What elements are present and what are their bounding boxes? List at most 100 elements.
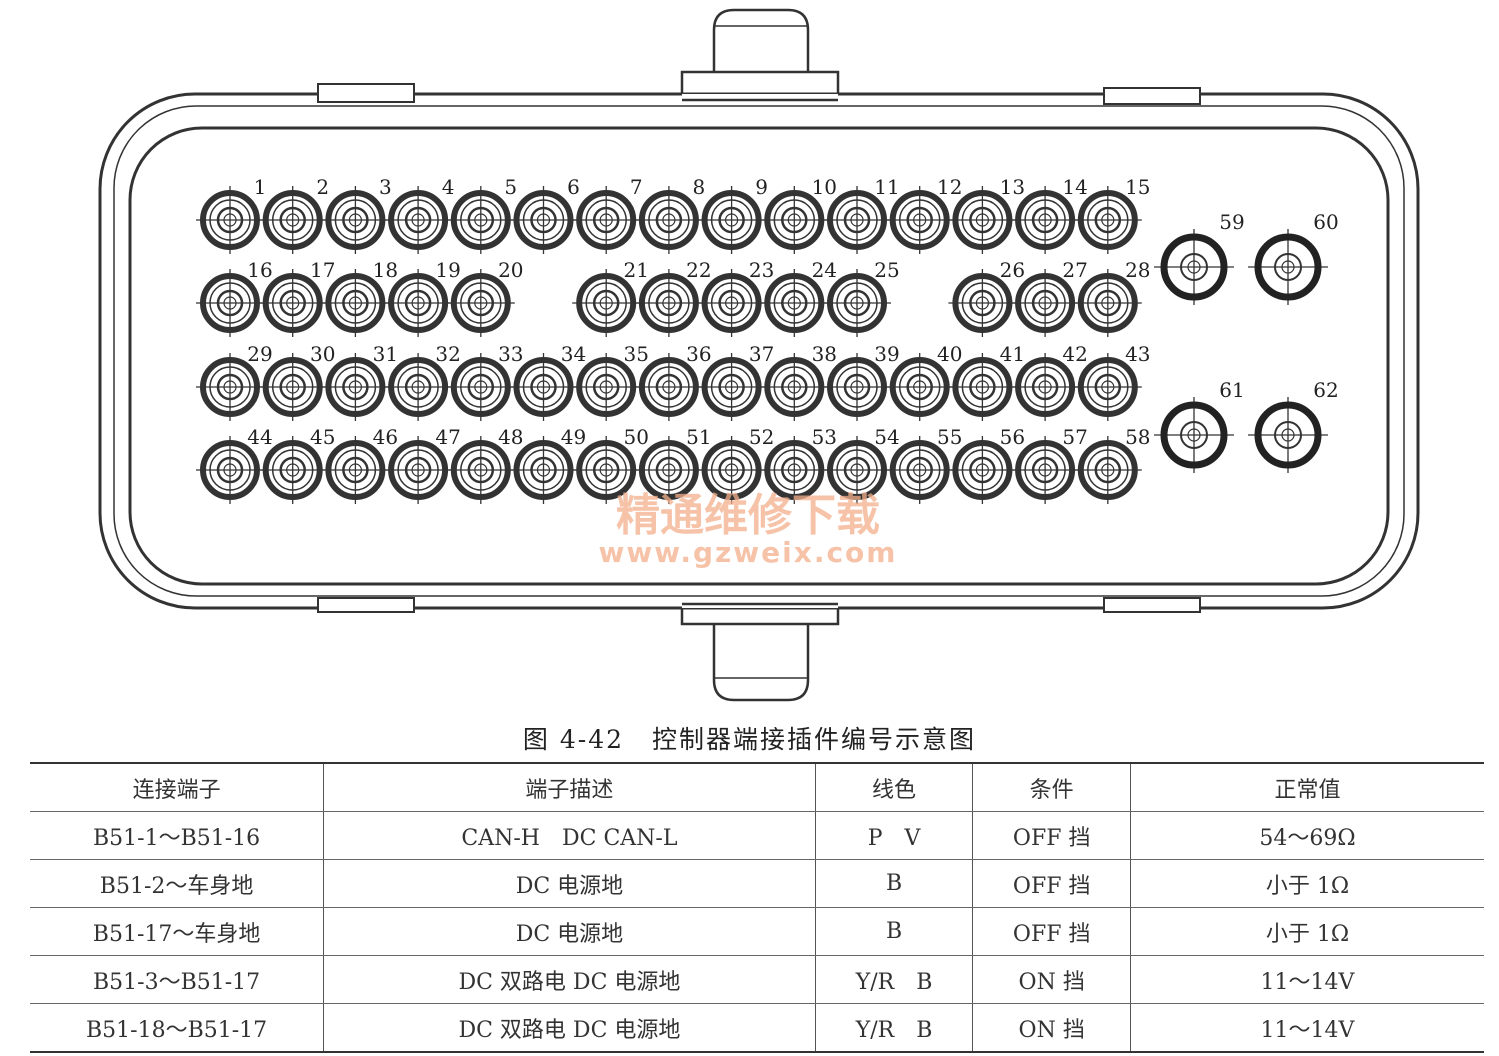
cell-description: DC 电源地 bbox=[323, 859, 816, 908]
terminal-pin-39: 39 bbox=[823, 342, 900, 421]
terminal-pin-38: 38 bbox=[760, 342, 837, 421]
terminal-pin-18: 18 bbox=[321, 258, 398, 337]
table-row: B51-2～车身地 DC 电源地 B OFF 挡 小于 1Ω bbox=[30, 859, 1484, 908]
pin-number-label: 7 bbox=[630, 175, 643, 199]
cell-normal-value: 11～14V bbox=[1130, 1003, 1484, 1053]
pin-number-label: 10 bbox=[812, 175, 837, 199]
pin-number-label: 22 bbox=[686, 258, 711, 282]
pin-number-label: 11 bbox=[874, 175, 899, 199]
terminal-spec-table: 连接端子 端子描述 线色 条件 正常值 B51-1～B51-16 CAN-H D… bbox=[30, 762, 1484, 1053]
cell-normal-value: 54～69Ω bbox=[1130, 811, 1484, 860]
pin-number-label: 5 bbox=[504, 175, 517, 199]
pin-number-label: 28 bbox=[1125, 258, 1150, 282]
cell-wire-color: Y/R B bbox=[814, 1003, 974, 1053]
cell-condition: OFF 挡 bbox=[972, 859, 1131, 908]
cell-wire-color: P V bbox=[814, 811, 974, 860]
terminal-pin-43: 43 bbox=[1073, 342, 1151, 421]
cell-terminal: B51-2～车身地 bbox=[30, 859, 325, 908]
terminal-pin-1: 1 bbox=[196, 175, 266, 254]
pin-number-label: 55 bbox=[937, 425, 962, 449]
terminal-pin-9: 9 bbox=[697, 175, 768, 254]
terminal-pin-60: 60 bbox=[1248, 210, 1339, 305]
pin-number-label: 8 bbox=[693, 175, 706, 199]
pin-number-label: 1 bbox=[254, 175, 267, 199]
terminal-pin-14: 14 bbox=[1011, 175, 1088, 254]
pin-number-label: 49 bbox=[561, 425, 586, 449]
terminal-pin-20: 20 bbox=[446, 258, 524, 337]
cell-description: DC 电源地 bbox=[323, 907, 816, 956]
cell-condition: OFF 挡 bbox=[972, 811, 1131, 860]
terminal-pin-46: 46 bbox=[321, 425, 398, 504]
pin-number-label: 23 bbox=[749, 258, 774, 282]
terminal-pin-28: 28 bbox=[1073, 258, 1151, 337]
pin-number-label: 36 bbox=[686, 342, 711, 366]
terminal-pin-45: 45 bbox=[258, 425, 335, 504]
pin-number-label: 47 bbox=[435, 425, 460, 449]
table-row: B51-1～B51-16 CAN-H DC CAN-L P V OFF 挡 54… bbox=[30, 811, 1484, 860]
terminal-pin-4: 4 bbox=[384, 175, 454, 254]
terminal-pin-29: 29 bbox=[196, 342, 273, 421]
terminal-pin-6: 6 bbox=[509, 175, 580, 254]
watermark-text: 精通维修下载 bbox=[616, 490, 880, 541]
cell-description: DC 双路电 DC 电源地 bbox=[323, 1003, 816, 1053]
pin-number-label: 25 bbox=[874, 258, 899, 282]
terminal-pin-26: 26 bbox=[948, 258, 1025, 337]
pin-number-label: 57 bbox=[1062, 425, 1087, 449]
cell-condition: ON 挡 bbox=[972, 955, 1131, 1004]
header-description: 端子描述 bbox=[323, 762, 816, 812]
pin-number-label: 2 bbox=[316, 175, 329, 199]
terminal-pin-55: 55 bbox=[885, 425, 962, 504]
table-header-row: 连接端子 端子描述 线色 条件 正常值 bbox=[30, 762, 1484, 812]
terminal-pin-59: 59 bbox=[1154, 210, 1245, 305]
pin-number-label: 24 bbox=[812, 258, 837, 282]
terminal-pin-49: 49 bbox=[509, 425, 586, 504]
cell-condition: ON 挡 bbox=[972, 1003, 1131, 1053]
terminal-pin-32: 32 bbox=[384, 342, 461, 421]
terminal-pin-27: 27 bbox=[1011, 258, 1088, 337]
pin-number-label: 15 bbox=[1125, 175, 1150, 199]
cell-terminal: B51-3～B51-17 bbox=[30, 955, 325, 1004]
pin-number-label: 33 bbox=[498, 342, 523, 366]
header-wire-color: 线色 bbox=[814, 762, 974, 812]
cell-terminal: B51-17～车身地 bbox=[30, 907, 325, 956]
cell-wire-color: Y/R B bbox=[814, 955, 974, 1004]
terminal-pin-47: 47 bbox=[384, 425, 461, 504]
terminal-pin-2: 2 bbox=[258, 175, 329, 254]
pin-number-label: 40 bbox=[937, 342, 962, 366]
terminal-pin-13: 13 bbox=[948, 175, 1025, 254]
terminal-pin-19: 19 bbox=[384, 258, 461, 337]
terminal-pin-36: 36 bbox=[634, 342, 712, 421]
header-condition: 条件 bbox=[972, 762, 1131, 812]
terminal-pin-11: 11 bbox=[823, 175, 900, 254]
pin-number-label: 51 bbox=[686, 425, 711, 449]
pin-number-label: 54 bbox=[874, 425, 899, 449]
terminal-pin-48: 48 bbox=[446, 425, 524, 504]
terminal-pin-62: 62 bbox=[1248, 378, 1339, 473]
cell-terminal: B51-1～B51-16 bbox=[30, 811, 325, 860]
pin-number-label: 21 bbox=[623, 258, 648, 282]
pin-number-label: 62 bbox=[1313, 378, 1338, 402]
pin-number-label: 4 bbox=[442, 175, 455, 199]
pin-number-label: 41 bbox=[1000, 342, 1025, 366]
pin-number-label: 30 bbox=[310, 342, 335, 366]
pin-number-label: 61 bbox=[1219, 378, 1244, 402]
pin-number-label: 39 bbox=[874, 342, 899, 366]
pin-number-label: 48 bbox=[498, 425, 523, 449]
cell-normal-value: 小于 1Ω bbox=[1130, 859, 1484, 908]
terminal-pin-8: 8 bbox=[634, 175, 706, 254]
pin-number-label: 50 bbox=[623, 425, 648, 449]
terminal-pin-3: 3 bbox=[321, 175, 392, 254]
terminal-pin-23: 23 bbox=[697, 258, 774, 337]
pin-number-label: 38 bbox=[812, 342, 837, 366]
terminal-pin-31: 31 bbox=[321, 342, 398, 421]
terminal-pin-54: 54 bbox=[823, 425, 900, 504]
terminal-pin-34: 34 bbox=[509, 342, 586, 421]
terminal-pin-52: 52 bbox=[697, 425, 774, 504]
pin-number-label: 42 bbox=[1062, 342, 1087, 366]
pin-number-label: 58 bbox=[1125, 425, 1150, 449]
terminal-pin-25: 25 bbox=[823, 258, 900, 337]
